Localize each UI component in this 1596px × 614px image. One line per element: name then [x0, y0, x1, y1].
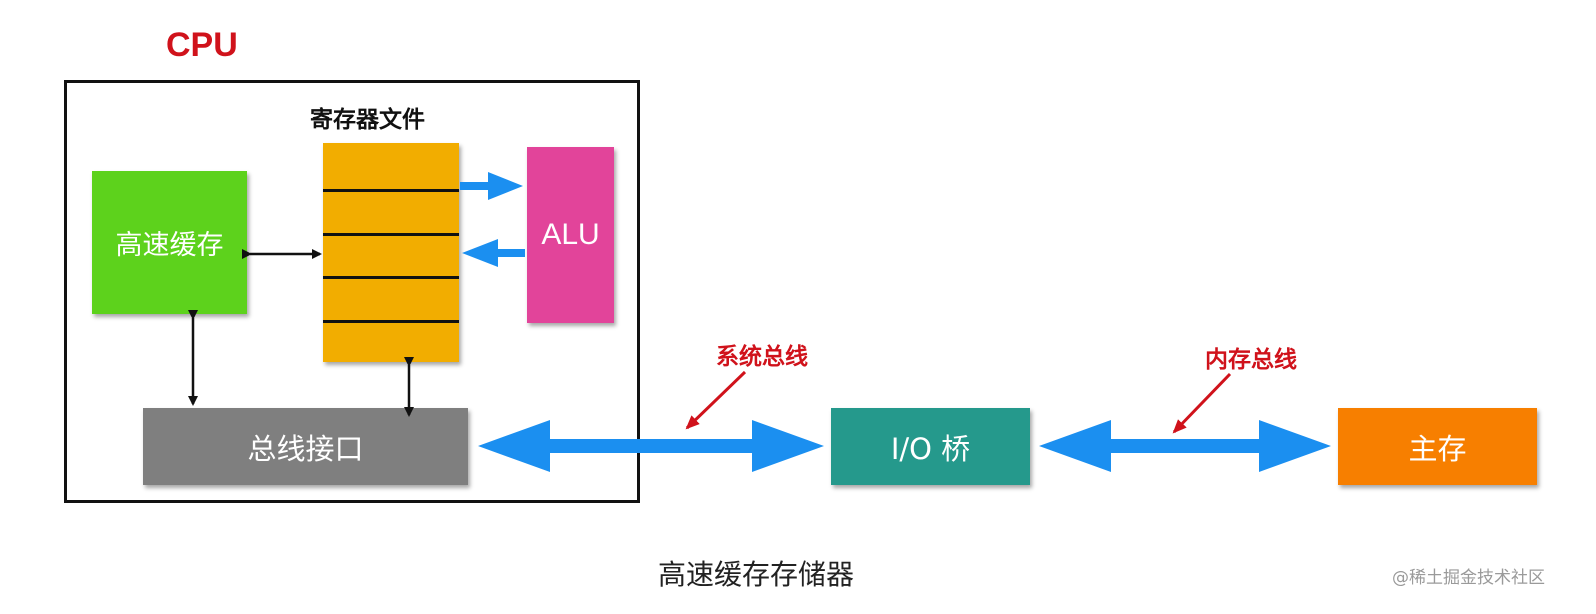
system-bus-label: 系统总线: [716, 344, 808, 370]
bus-interface-block: 总线接口: [143, 408, 468, 485]
memory-bus-arrow: [1039, 420, 1331, 472]
main-memory-block: 主存: [1338, 408, 1537, 485]
alu-block: ALU: [527, 147, 614, 323]
system-bus-pointer: [685, 370, 747, 430]
io-bridge-block: I/O 桥: [831, 408, 1030, 485]
memory-bus-label: 内存总线: [1205, 347, 1297, 373]
alu-label: ALU: [541, 218, 600, 251]
memory-bus-pointer: [1172, 372, 1232, 434]
cache-block: 高速缓存: [92, 171, 247, 314]
register-divider: [323, 189, 459, 192]
register-divider: [323, 320, 459, 323]
watermark: @稀土掘金技术社区: [1392, 568, 1545, 588]
register-divider: [323, 276, 459, 279]
register-file-label: 寄存器文件: [310, 107, 425, 133]
cache-label: 高速缓存: [115, 230, 224, 261]
io-bridge-label: I/O 桥: [890, 431, 971, 466]
register-file-block: [323, 143, 459, 362]
bus-interface-label: 总线接口: [247, 431, 364, 466]
register-divider: [323, 233, 459, 236]
register-to-alu-arrow: [460, 172, 523, 200]
system-bus-arrow: [478, 420, 824, 472]
main-memory-label: 主存: [1408, 431, 1467, 466]
cpu-label: CPU: [166, 26, 238, 64]
alu-to-register-arrow: [462, 239, 525, 267]
diagram-caption: 高速缓存存储器: [658, 558, 855, 591]
cpu-boundary: [64, 80, 640, 503]
